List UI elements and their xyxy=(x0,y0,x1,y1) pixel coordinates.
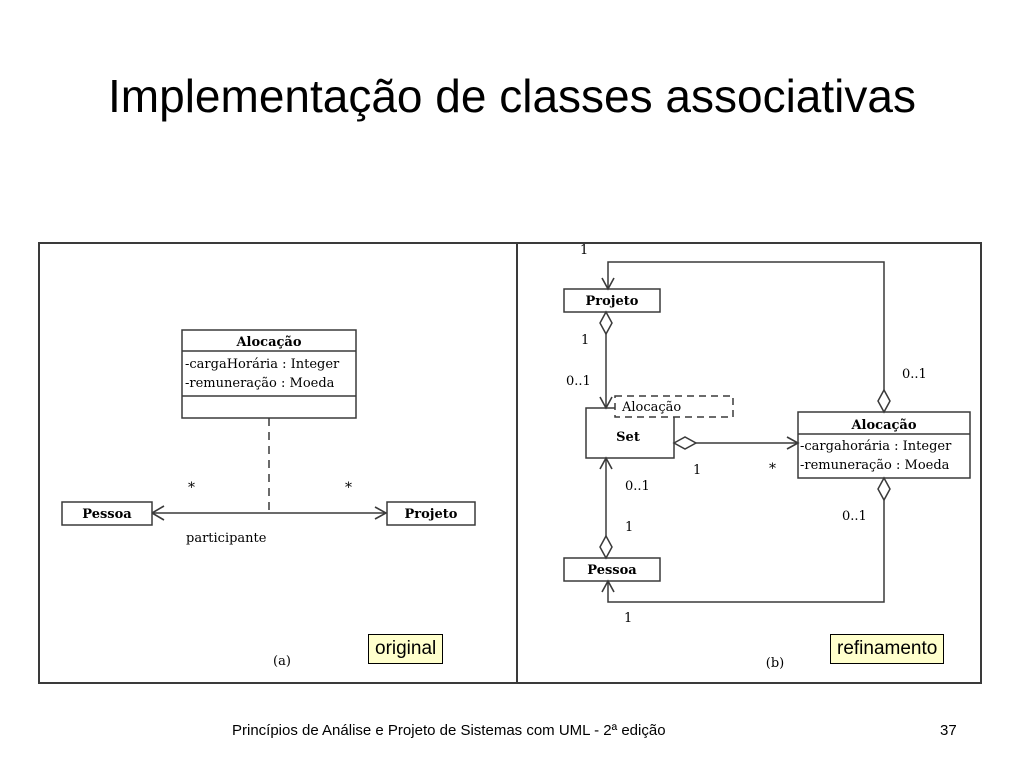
panel-b-mult-alocacao-projeto: 0..1 xyxy=(902,367,927,382)
panel-a-alocacao-attr-2: -remuneração : Moeda xyxy=(185,376,335,391)
uml-diagram: Alocação -cargaHorária : Integer -remune… xyxy=(61,244,971,682)
panel-b-diamond-pessoa xyxy=(599,534,613,560)
uml-figure: Alocação -cargaHorária : Integer -remune… xyxy=(38,242,982,684)
panel-b-diamond-alocacao-bottom xyxy=(877,476,891,502)
panel-a: Alocação -cargaHorária : Integer -remune… xyxy=(61,329,476,669)
panel-b-diamond-set xyxy=(672,436,698,450)
panel-b-mult-projeto-set-top: 1 xyxy=(581,333,589,348)
panel-b-diamond-alocacao-top xyxy=(877,388,891,414)
panel-a-projeto-class: Projeto xyxy=(386,501,476,526)
panel-a-right-multiplicity: * xyxy=(345,480,352,496)
panel-a-projeto-name: Projeto xyxy=(405,507,458,522)
footer-text: Princípios de Análise e Projeto de Siste… xyxy=(232,722,666,739)
panel-b-mult-set-pessoa-bottom: 1 xyxy=(625,520,633,535)
panel-a-alocacao-class: Alocação -cargaHorária : Integer -remune… xyxy=(181,329,357,419)
panel-b-pessoa-name: Pessoa xyxy=(587,563,637,578)
tag-refinamento: refinamento xyxy=(830,634,945,664)
panel-b-mult-projeto-set-bottom: 0..1 xyxy=(566,374,591,389)
panel-b: Projeto Set Alocação Pessoa Alocação -ca… xyxy=(563,244,971,671)
panel-b-mult-set-alocacao-many: * xyxy=(769,461,776,477)
panel-b-set-class: Set Alocação xyxy=(585,395,734,459)
panel-b-caption: (b) xyxy=(766,656,784,671)
panel-b-pessoa-class: Pessoa xyxy=(563,557,661,582)
panel-b-projeto-name: Projeto xyxy=(586,294,639,309)
panel-a-caption: (a) xyxy=(273,654,291,669)
panel-b-alocacao-attr-2: -remuneração : Moeda xyxy=(800,458,950,473)
panel-a-pessoa-class: Pessoa xyxy=(61,501,153,526)
panel-b-mult-set-alocacao-one: 1 xyxy=(693,463,701,478)
panel-b-mult-top-loop: 1 xyxy=(580,244,588,258)
slide-title: Implementação de classes associativas xyxy=(108,70,916,122)
panel-b-top-loop xyxy=(607,261,885,390)
panel-a-alocacao-attr-1: -cargaHorária : Integer xyxy=(185,357,340,372)
panel-a-alocacao-name: Alocação xyxy=(235,335,301,350)
panel-b-alocacao-class: Alocação -cargahorária : Integer -remune… xyxy=(797,411,971,479)
panel-b-mult-set-pessoa-top: 0..1 xyxy=(625,479,650,494)
tag-original: original xyxy=(368,634,444,664)
panel-b-mult-bottom-loop: 1 xyxy=(624,611,632,626)
panel-b-set-param: Alocação xyxy=(621,400,681,415)
panel-b-alocacao-name: Alocação xyxy=(850,418,916,433)
panel-b-set-name: Set xyxy=(616,430,640,445)
panel-a-association-name: participante xyxy=(186,531,267,546)
panel-a-left-multiplicity: * xyxy=(188,480,195,496)
panel-b-mult-alocacao-pessoa: 0..1 xyxy=(842,509,867,524)
panel-b-alocacao-attr-1: -cargahorária : Integer xyxy=(800,439,952,454)
panel-b-diamond-projeto xyxy=(599,310,613,336)
panel-b-projeto-class: Projeto xyxy=(563,288,661,313)
page-number: 37 xyxy=(940,722,957,739)
panel-b-bottom-loop xyxy=(607,500,885,603)
panel-a-pessoa-name: Pessoa xyxy=(82,507,132,522)
